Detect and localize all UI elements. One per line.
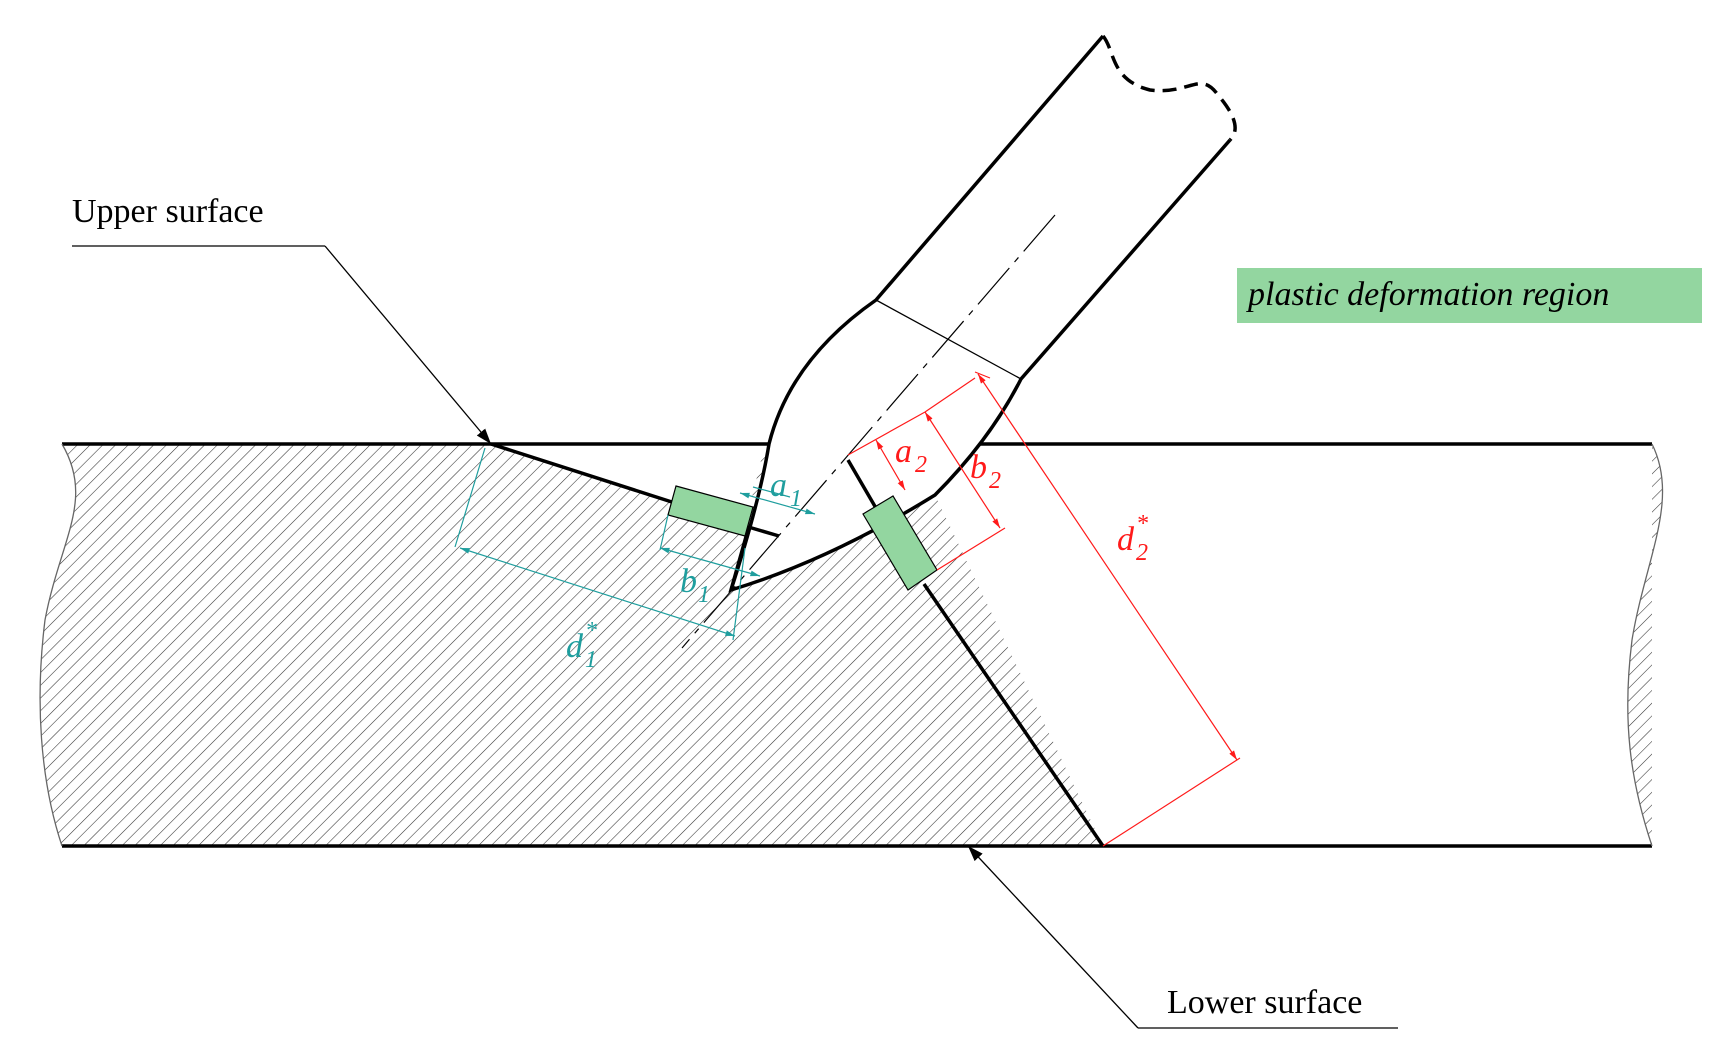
dim-a1-line (739, 492, 816, 515)
tool-break-line (1101, 34, 1237, 142)
label-a1-main: a (770, 467, 787, 504)
label-a2-main: a (895, 433, 912, 470)
label-b2-main: b (970, 449, 987, 486)
dim-d1-ext-start (454, 447, 486, 548)
upper-surface-label: Upper surface (72, 193, 264, 230)
label-d2-sup: * (1136, 511, 1148, 537)
dim-a2-line (875, 439, 906, 491)
label-d1-sub: 1 (585, 647, 597, 673)
dim-d1-line (459, 547, 736, 637)
label-d1: d 1 * (566, 618, 597, 673)
upper-cut-line (490, 442, 676, 505)
label-d1-main: d (566, 628, 584, 665)
left-break-edge (39, 443, 77, 847)
deformation-region-left (667, 485, 754, 537)
legend-box (1237, 268, 1702, 323)
chip-edge-right (846, 459, 882, 516)
workpiece-plate (40, 444, 1663, 846)
label-d2: d 2 * (1117, 511, 1148, 566)
dim-a2-ext (847, 411, 926, 456)
tool-body (728, 34, 1232, 593)
label-a2-sub: 2 (915, 452, 927, 478)
label-b1-sub: 1 (698, 582, 710, 608)
dim-b1-line (659, 547, 761, 577)
label-d1-sup: * (585, 618, 597, 644)
label-a2: a 2 (895, 433, 927, 478)
dim-b1-ext (659, 514, 669, 551)
right-break-edge (1627, 443, 1664, 847)
label-b1-main: b (680, 563, 697, 600)
label-d2-sub: 2 (1136, 540, 1148, 566)
label-b2-sub: 2 (989, 468, 1001, 494)
lower-surface-label: Lower surface (1167, 984, 1362, 1021)
label-d2-main: d (1117, 521, 1135, 558)
dim-d2-ext-2 (1102, 757, 1241, 847)
label-b2: b 2 (970, 449, 1001, 494)
legend-label: plastic deformation region (1246, 276, 1609, 313)
chip-edge-left (744, 524, 780, 538)
upper-surface-leader (324, 245, 492, 445)
label-a1-sub: 1 (790, 486, 802, 512)
label-a1: a 1 (770, 467, 802, 512)
dim-d2-line (977, 373, 1238, 761)
dim-b2-ext-1 (924, 377, 976, 413)
label-b1: b 1 (680, 563, 710, 608)
lower-surface-leader (967, 845, 1139, 1029)
